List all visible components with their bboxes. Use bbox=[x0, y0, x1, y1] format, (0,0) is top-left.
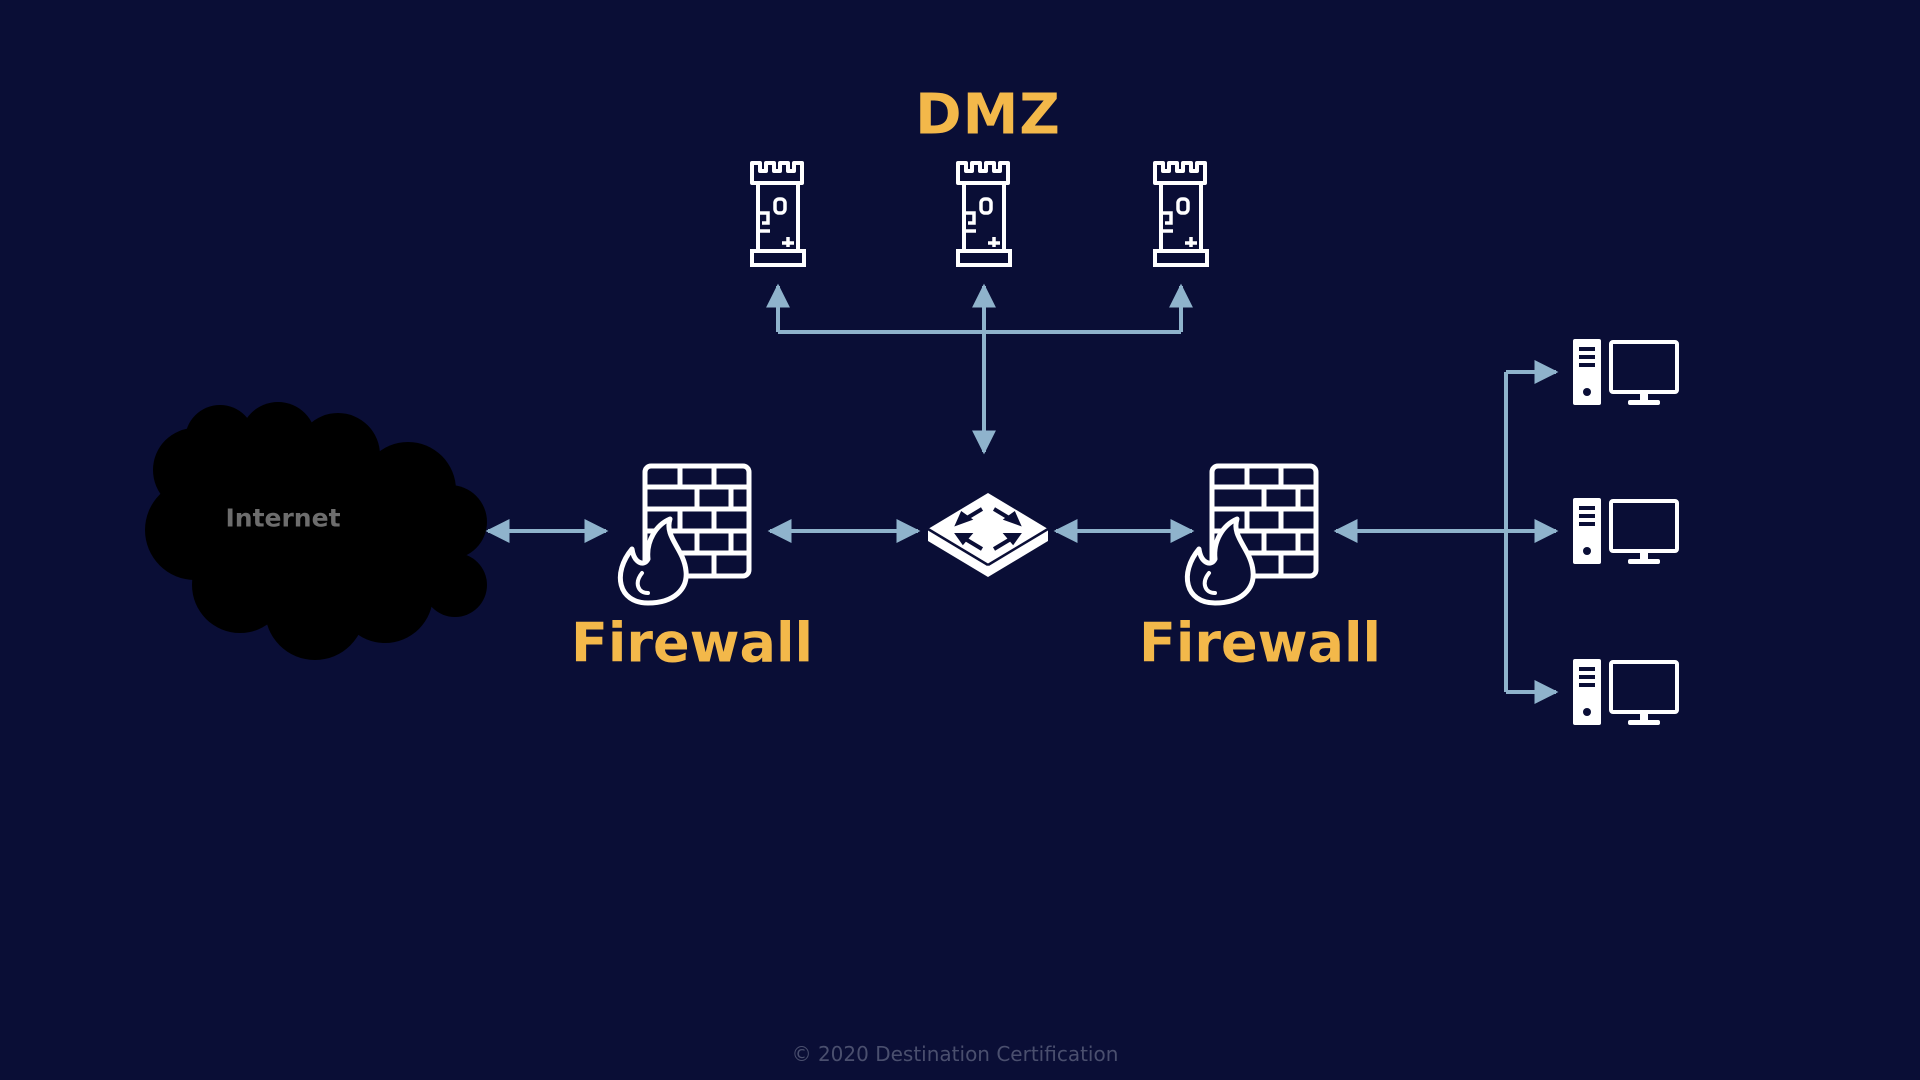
internet-cloud bbox=[145, 402, 487, 660]
workstation-icon bbox=[1571, 496, 1679, 566]
connectors bbox=[485, 283, 1559, 704]
firewall-right-label: Firewall bbox=[1139, 611, 1381, 675]
dmz-title: DMZ bbox=[915, 82, 1061, 148]
workstation-icon bbox=[1571, 337, 1679, 407]
copyright-footer: © 2020 Destination Certification bbox=[791, 1042, 1119, 1066]
firewall-left-label: Firewall bbox=[571, 611, 813, 675]
firewall-icon bbox=[620, 466, 749, 603]
tower-icon bbox=[750, 161, 806, 267]
workstation-icon bbox=[1571, 657, 1679, 727]
switch-icon bbox=[926, 491, 1050, 579]
firewall-icon bbox=[1187, 466, 1316, 603]
tower-icon bbox=[956, 161, 1012, 267]
internet-label: Internet bbox=[225, 503, 341, 533]
tower-icon bbox=[1153, 161, 1209, 267]
